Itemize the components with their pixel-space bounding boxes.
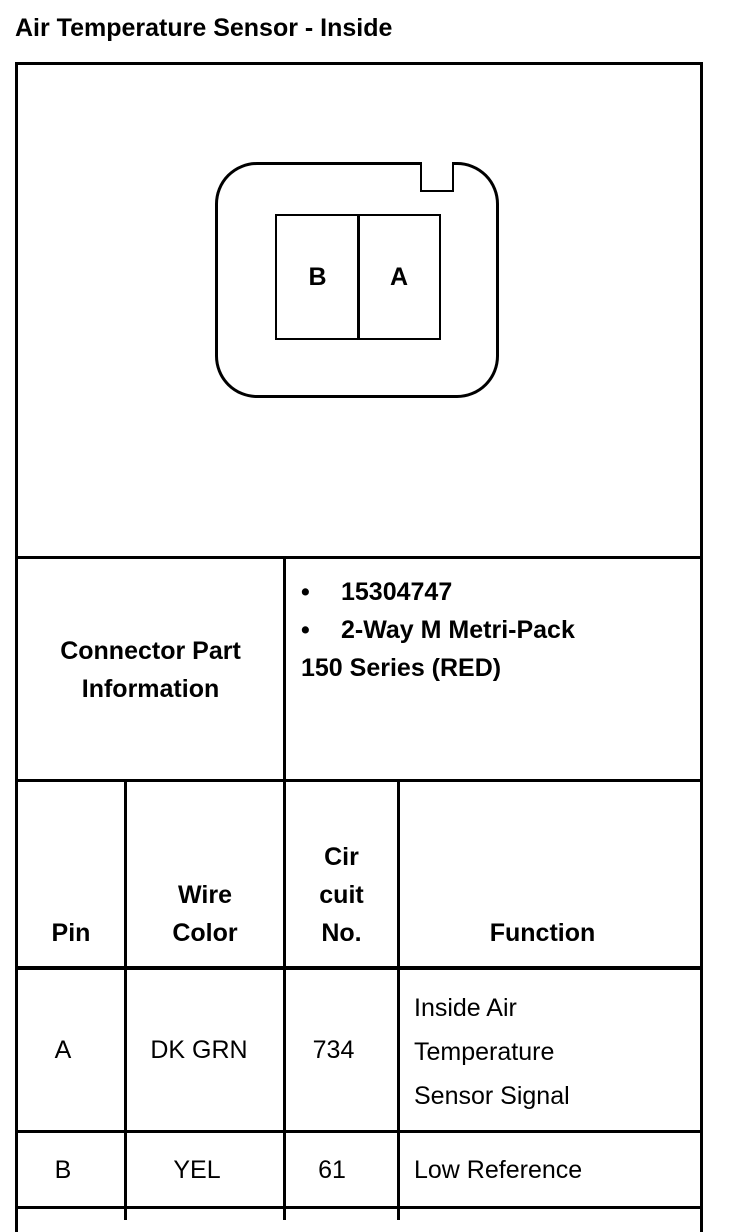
header-circuit-line1: Cir xyxy=(324,843,359,871)
bullet: • xyxy=(301,578,310,606)
row-a-function-line1: Inside Air xyxy=(414,994,517,1022)
header-function-text: Function xyxy=(489,919,596,947)
row-a-function-line2: Temperature xyxy=(414,1038,555,1066)
header-wire-color: Wire Color xyxy=(127,876,283,952)
header-function: Function xyxy=(400,914,685,952)
divider-row-a-bottom xyxy=(15,1130,703,1133)
row-b-pin: B xyxy=(54,1156,72,1184)
cavity-label-b: B xyxy=(308,262,327,291)
header-wire-line1: Wire xyxy=(178,881,232,909)
header-circuit-line2: cuit xyxy=(319,881,364,909)
connector-face-icon xyxy=(215,162,499,398)
connector-cavity-b: B xyxy=(275,214,360,340)
row-b-wire-color: YEL xyxy=(173,1156,221,1184)
connector-cavity-a: A xyxy=(357,214,441,340)
row-b-function: Low Reference xyxy=(414,1156,583,1184)
divider-wire-col xyxy=(283,780,286,1220)
connector-type: 2-Way M Metri-Pack xyxy=(341,616,575,644)
row-a-function: Inside Air Temperature Sensor Signal xyxy=(414,986,570,1118)
divider-row-b-bottom xyxy=(15,1206,703,1209)
part-info-label-line2: Information xyxy=(81,675,220,703)
row-a-wire-color: DK GRN xyxy=(150,1036,248,1064)
divider-header-bottom xyxy=(15,966,703,970)
row-a-function-line3: Sensor Signal xyxy=(414,1082,570,1110)
part-info-list: • 15304747 • 2-Way M Metri-Pack 150 Series… xyxy=(301,573,575,687)
cavity-label-a: A xyxy=(389,262,409,291)
divider-partinfo-vertical xyxy=(283,557,286,781)
header-pin-text: Pin xyxy=(51,919,91,947)
page-title: Air Temperature Sensor - Inside xyxy=(15,14,393,42)
part-info-continuation: 150 Series (RED) xyxy=(301,654,502,682)
header-circuit-line3: No. xyxy=(321,919,362,947)
row-a-pin: A xyxy=(54,1036,72,1064)
part-info-label-line1: Connector Part xyxy=(60,637,241,665)
connector-table-frame xyxy=(15,62,703,1232)
divider-circuit-col xyxy=(397,780,400,1220)
row-b-circuit: 61 xyxy=(318,1156,346,1184)
header-circuit: Cir cuit No. xyxy=(286,838,397,952)
part-number: 15304747 xyxy=(341,578,453,606)
divider-diagram-bottom xyxy=(15,556,703,559)
connector-latch-icon xyxy=(420,162,454,192)
part-info-item: • 15304747 xyxy=(301,573,575,611)
divider-pin-col xyxy=(124,780,127,1220)
header-pin: Pin xyxy=(18,914,124,952)
part-info-label: Connector Part Information xyxy=(18,632,283,708)
row-a-circuit: 734 xyxy=(312,1036,355,1064)
header-wire-line2: Color xyxy=(172,919,238,947)
divider-partinfo-bottom xyxy=(15,779,703,782)
bullet: • xyxy=(301,616,310,644)
part-info-item: • 2-Way M Metri-Pack xyxy=(301,611,575,649)
